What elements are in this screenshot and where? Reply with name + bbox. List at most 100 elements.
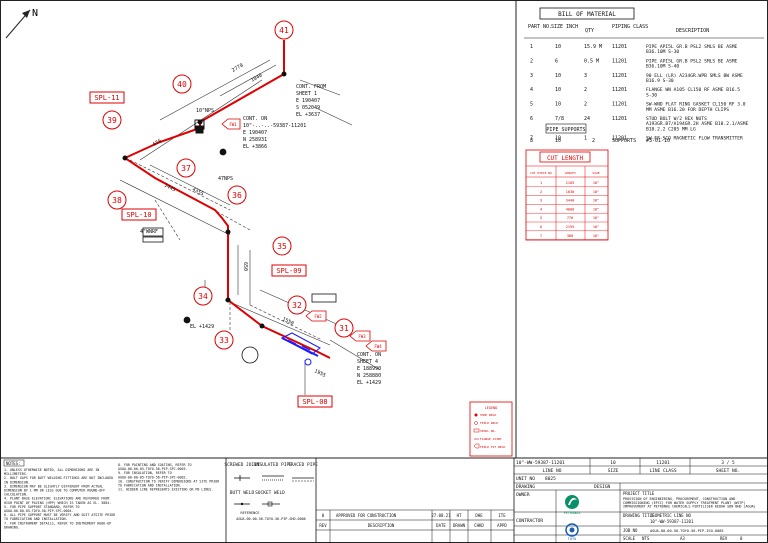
notes-title: NOTES: bbox=[6, 461, 20, 466]
cut-head-length: LENGTH bbox=[565, 171, 576, 175]
cut-size: 10" bbox=[593, 199, 599, 203]
support-part: 8 bbox=[530, 138, 533, 144]
field-weld-flags: FW1 FW2 FW3 FW4 bbox=[221, 118, 387, 352]
note-line-4: HIGH POINT OF PAVING (HPP) WHICH IS TAKE… bbox=[4, 501, 111, 505]
weld-33: 33 bbox=[219, 336, 229, 345]
tb-unit-label: UNIT NO bbox=[516, 476, 535, 482]
note-line-7: DRAWING. bbox=[4, 525, 20, 529]
bom-desc: SW-FF-SCO MAGNETIC FLOW TRANSMITTER bbox=[646, 136, 743, 142]
tb-contractor-label: CONTRACTOR bbox=[516, 518, 543, 524]
bom-col-class: PIPING CLASS bbox=[612, 24, 648, 30]
weld-32: 32 bbox=[292, 301, 302, 310]
bom-part: 5 bbox=[530, 102, 533, 108]
weld-numbers: 41 40 39 38 37 36 35 34 33 32 31 bbox=[102, 20, 354, 350]
notes-right-list: 8. FOR PAINTING AND COATING, REFER TOAGU… bbox=[118, 463, 219, 492]
note-line-1: MILLIMETERS. bbox=[4, 472, 28, 476]
svg-text:E 190407: E 190407 bbox=[243, 130, 267, 136]
tb-drawing-title: ISOMETRIC LINE NO bbox=[650, 513, 692, 518]
tb-drawing-title-label: DRAWING TITLE bbox=[623, 513, 655, 518]
svg-text:E 188990: E 188990 bbox=[357, 366, 381, 372]
note-line-2: 2. BOLT GAPS FOR BUTT WELDING FITTINGS A… bbox=[4, 476, 113, 480]
dim-1040: 1040 bbox=[250, 73, 263, 84]
bom-part: 4 bbox=[530, 87, 533, 93]
cut-head-no: CUT PIECE NO bbox=[530, 171, 552, 175]
tb-size: 10 bbox=[610, 460, 616, 466]
tb-unit: 8025 bbox=[545, 476, 556, 482]
note-line-6: 6. ALL PIPE SUPPORT MUST BE VERIFY AND S… bbox=[4, 513, 115, 517]
svg-text:CONT. FROM: CONT. FROM bbox=[296, 84, 326, 90]
svg-text:EL +1429: EL +1429 bbox=[357, 380, 381, 386]
svg-text:SHEET 1: SHEET 1 bbox=[296, 91, 317, 97]
spool-label-08: SPL-08 bbox=[302, 398, 327, 406]
cut-size: 10" bbox=[593, 190, 599, 194]
cut-size: 10" bbox=[593, 225, 599, 229]
bom-desc: PIPE API5L GR.B PSL2 SMLS BE ASME bbox=[646, 44, 738, 50]
bom-class: 11201 bbox=[612, 73, 627, 79]
project-title-line: PROVISION OF ENGINEERING, PROCUREMENT, C… bbox=[623, 497, 735, 501]
bom-desc: 90 ELL (LR) A234GR.WPB SMLS BW ASME bbox=[646, 73, 743, 79]
bom-class: 11201 bbox=[612, 116, 627, 122]
note-line-6: TO FABRICATION AND INSTALLATION. bbox=[4, 517, 68, 521]
note-line-10: TO FABRICATION AND INSTALLATION. bbox=[118, 484, 182, 488]
label-10nps: 10"NPS bbox=[196, 108, 214, 114]
dim-4355: 4355 bbox=[191, 186, 204, 197]
cut-piece-no: 5 bbox=[540, 216, 542, 220]
cut-length: 2195 bbox=[566, 225, 574, 229]
fw-flag-1: FW1 bbox=[229, 122, 237, 127]
bom-col-part: PART NO. bbox=[528, 24, 552, 30]
cut-size: 10" bbox=[593, 207, 599, 211]
symbol-butt-weld: BUTT WELD bbox=[230, 490, 255, 496]
bom-part: 7 bbox=[530, 136, 533, 142]
rev-drawn: HT bbox=[457, 513, 462, 518]
cont-on-line: CONT. ON 10"-..-..-59387-11201 E 190407 … bbox=[243, 116, 306, 150]
rev-head-chkd: CHKD bbox=[474, 523, 484, 528]
note-line-9: AGUA-00-00-05-TOYO-56-PIP-SPC-0002. bbox=[118, 475, 187, 479]
bom-desc: S-30 bbox=[646, 92, 657, 98]
spool-label-09: SPL-09 bbox=[276, 267, 301, 275]
notes-left-list: 1. UNLESS OTHERWISE NOTED, ALL DIMENSION… bbox=[4, 468, 115, 529]
spool-labels: SPL-11 SPL-10 SPL-09 SPL-08 bbox=[89, 91, 333, 408]
tb-class: 11201 bbox=[656, 460, 670, 466]
cont-notes: CONT. FROM SHEET 1 E 190407 S 052049 EL … bbox=[243, 84, 381, 386]
bom-title: BILL OF MATERIAL bbox=[558, 11, 616, 18]
label-el-1429: EL +1429 bbox=[190, 324, 214, 330]
tb-scale: NTS bbox=[642, 536, 650, 541]
symbol-socket-weld: SOCKET WELD bbox=[255, 490, 285, 496]
svg-text:10"-..-..-59387-11201: 10"-..-..-59387-11201 bbox=[243, 123, 306, 129]
cut-head-size: SIZE bbox=[592, 171, 599, 175]
note-line-10: 10. CONSTRUCTION TO VERIFY DIMENSIONS AT… bbox=[118, 479, 219, 483]
tb-project-title: PROVISION OF ENGINEERING, PROCUREMENT, C… bbox=[623, 497, 756, 509]
bom-size: 10 bbox=[555, 102, 561, 108]
bom-qty: 2 bbox=[584, 102, 587, 108]
support-desc: #3-01-10 bbox=[646, 138, 670, 144]
bom-size: 7/8 bbox=[555, 116, 564, 122]
bom-desc: MM ASME B16.20 FOR DEPTH CLIPS bbox=[646, 107, 729, 113]
spool-label-10: SPL-10 bbox=[126, 211, 151, 219]
support-size: 10 bbox=[555, 138, 561, 144]
weld-41: 41 bbox=[279, 26, 289, 35]
legend-item-shop-weld: SHOP WELD bbox=[480, 413, 496, 417]
tb-line-no-label: LINE NO bbox=[543, 468, 562, 474]
bom-class: 11201 bbox=[612, 44, 627, 50]
legend-item-spool: SPOOL NO. bbox=[480, 429, 496, 433]
legend-title: LEGEND bbox=[485, 406, 498, 410]
dimension-texts: 2770 1040 656 1445 4355 650 1550 1955 10… bbox=[140, 63, 327, 379]
svg-text:EL +3866: EL +3866 bbox=[243, 144, 267, 150]
rev-head-appd: APPD bbox=[497, 523, 507, 528]
note-line-3: 3. DIMENSION MAY BE SLIGHTLY DIFFERENT F… bbox=[4, 484, 103, 488]
symbol-screwed-joint: SCREWED JOINT bbox=[224, 462, 260, 468]
note-line-7: 7. FOR INSTRUMENT DETAILS, REFER TO INST… bbox=[4, 521, 111, 525]
revision-block: 0 APPROVED FOR CONSTRUCTION 27.08.21 HT … bbox=[316, 509, 514, 543]
notes-block: NOTES: 1. UNLESS OTHERWISE NOTED, ALL DI… bbox=[3, 459, 219, 529]
bom-qty: 15.9 M bbox=[584, 44, 602, 50]
svg-text:S 052049: S 052049 bbox=[296, 105, 320, 111]
cut-piece-no: 7 bbox=[540, 234, 542, 238]
bom-desc: B18.2.2 C205 MM LG bbox=[646, 126, 696, 132]
svg-text:CONT. ON: CONT. ON bbox=[357, 352, 381, 358]
tb-size-code: A3 bbox=[680, 536, 685, 541]
bom-class: 11201 bbox=[612, 87, 627, 93]
